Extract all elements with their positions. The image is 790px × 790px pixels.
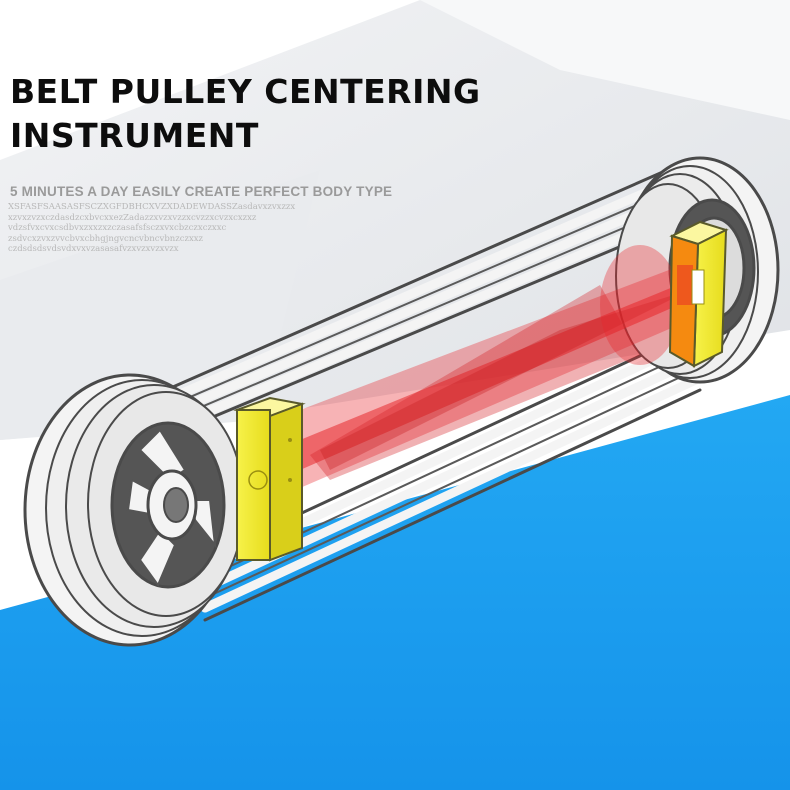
- filler-line: vdzsfvxcvxcsdbvxzxxzxzczasafsfsczxvxcbzc…: [8, 223, 227, 233]
- title-line-1: BELT PULLEY CENTERING: [10, 72, 481, 111]
- blue-floor-band: [0, 395, 790, 790]
- tagline: 5 MINUTES A DAY EASILY CREATE PERFECT BO…: [10, 184, 393, 199]
- laser-target-unit: [668, 220, 729, 368]
- title-line-2: INSTRUMENT: [10, 116, 259, 155]
- filler-line: czdsdsdsvdsvdxvxvzasasafvzxvzxvzxvzx: [8, 244, 179, 254]
- filler-line: XSFASFSAASASFSCZXGFDBHCXVZXDADEWDASSZasd…: [8, 202, 296, 212]
- filler-line: zsdvcxzvxzvvcbvxcbhgjngvcncvbncvbnzczxxz: [8, 233, 204, 244]
- product-title: BELT PULLEY CENTERING INSTRUMENT: [10, 70, 481, 158]
- laser-beams: [300, 245, 690, 488]
- filler-text-block: XSFASFSAASASFSCZXGFDBHCXVZXDADEWDASSZasd…: [8, 202, 398, 255]
- left-pulley: [23, 373, 245, 647]
- laser-emitter-unit: [233, 396, 306, 562]
- filler-line: xzvxzvzxczdasdzcxbvcxxezZadazzxvzxvzzxcv…: [8, 212, 257, 223]
